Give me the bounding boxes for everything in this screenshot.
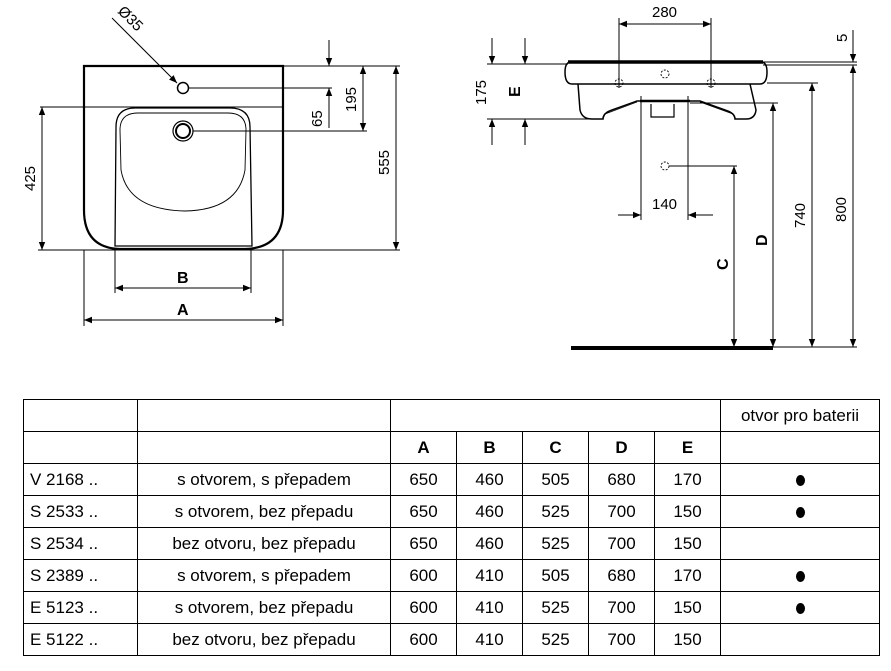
value-C: 525	[522, 495, 589, 528]
drain-inner	[175, 123, 191, 139]
value-A: 650	[390, 527, 457, 560]
dim-740: 740	[792, 203, 809, 228]
dim-425: 425	[22, 166, 39, 191]
header-cell-empty	[23, 431, 138, 464]
product-code: S 2533 ..	[23, 495, 138, 528]
table-header-row-2: A B C D E	[23, 431, 880, 464]
value-A: 600	[390, 559, 457, 592]
header-cell-empty	[720, 431, 880, 464]
battery-hole-cell	[720, 623, 880, 656]
technical-drawing: Ø35 65 195 555 425 B A	[22, 3, 857, 350]
dim-5: 5	[834, 34, 851, 42]
label-C: C	[715, 258, 732, 270]
product-code: V 2168 ..	[23, 463, 138, 496]
header-cell-empty	[137, 431, 391, 464]
basin-outline	[82, 64, 285, 251]
value-B: 460	[456, 527, 523, 560]
product-description: bez otvoru, bez přepadu	[137, 527, 391, 560]
bullet-icon	[795, 506, 805, 518]
product-description: s otvorem, s přepadem	[137, 559, 391, 592]
bowl-inner	[119, 112, 247, 212]
product-description: s otvorem, bez přepadu	[137, 495, 391, 528]
product-code: E 5123 ..	[23, 591, 138, 624]
bullet-icon	[795, 474, 805, 486]
product-code: S 2534 ..	[23, 527, 138, 560]
value-C: 525	[522, 623, 589, 656]
header-E: E	[654, 431, 721, 464]
rim	[564, 61, 768, 85]
dim-800: 800	[833, 197, 850, 222]
product-description: bez otvoru, bez přepadu	[137, 623, 391, 656]
bullet-icon	[795, 570, 805, 582]
top-view	[38, 17, 400, 326]
value-B: 460	[456, 495, 523, 528]
product-description: s otvorem, s přepadem	[137, 463, 391, 496]
value-A: 600	[390, 591, 457, 624]
value-B: 410	[456, 623, 523, 656]
dim-140: 140	[652, 196, 677, 213]
header-battery-hole: otvor pro baterii	[720, 399, 880, 432]
dim-280: 280	[652, 4, 677, 21]
dim-555: 555	[376, 150, 393, 175]
header-C: C	[522, 431, 589, 464]
side-view	[487, 18, 857, 350]
dim-65: 65	[309, 110, 326, 127]
product-code: E 5122 ..	[23, 623, 138, 656]
header-cell-empty	[137, 399, 391, 432]
value-D: 680	[588, 559, 655, 592]
label-D: D	[754, 234, 771, 246]
value-D: 680	[588, 463, 655, 496]
value-C: 525	[522, 527, 589, 560]
header-D: D	[588, 431, 655, 464]
dim-175: 175	[473, 80, 490, 105]
header-cell-empty	[23, 399, 138, 432]
value-B: 410	[456, 559, 523, 592]
product-code: S 2389 ..	[23, 559, 138, 592]
battery-hole-cell	[720, 463, 880, 496]
bullet-icon	[795, 602, 805, 614]
value-D: 700	[588, 495, 655, 528]
value-E: 150	[654, 623, 721, 656]
label-A: A	[177, 302, 189, 319]
value-B: 460	[456, 463, 523, 496]
value-C: 525	[522, 591, 589, 624]
header-A: A	[390, 431, 457, 464]
value-A: 650	[390, 495, 457, 528]
label-E: E	[507, 86, 524, 97]
drain	[650, 104, 675, 118]
battery-hole-cell	[720, 559, 880, 592]
value-D: 700	[588, 591, 655, 624]
product-description: s otvorem, bez přepadu	[137, 591, 391, 624]
dimensions-table: otvor pro baterii A B C D E V 2168 ..s o…	[23, 399, 880, 656]
value-E: 150	[654, 527, 721, 560]
header-cell-empty	[390, 399, 721, 432]
value-E: 170	[654, 463, 721, 496]
value-D: 700	[588, 623, 655, 656]
header-B: B	[456, 431, 523, 464]
value-C: 505	[522, 463, 589, 496]
dim-hole-diameter: Ø35	[114, 3, 146, 35]
battery-hole-cell	[720, 527, 880, 560]
value-C: 505	[522, 559, 589, 592]
value-E: 150	[654, 495, 721, 528]
value-A: 650	[390, 463, 457, 496]
table-header-row-1: otvor pro baterii	[23, 399, 880, 432]
tap-hole	[176, 81, 190, 95]
bowl-outline	[114, 107, 253, 247]
battery-hole-cell	[720, 495, 880, 528]
value-D: 700	[588, 527, 655, 560]
value-E: 150	[654, 591, 721, 624]
label-B: B	[177, 270, 189, 287]
dim-195: 195	[343, 87, 360, 112]
value-E: 170	[654, 559, 721, 592]
value-B: 410	[456, 591, 523, 624]
battery-hole-cell	[720, 591, 880, 624]
value-A: 600	[390, 623, 457, 656]
